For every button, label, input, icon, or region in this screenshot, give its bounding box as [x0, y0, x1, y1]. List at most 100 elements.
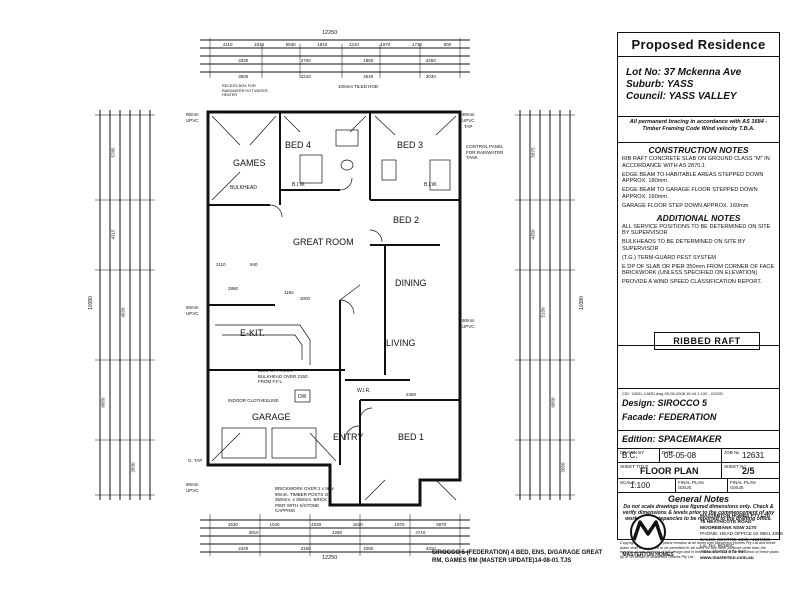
cell-value: FLOOR PLAN: [640, 466, 699, 476]
dim-left-1: 5785: [110, 147, 116, 158]
dim-left-2: 4315: [110, 229, 116, 240]
dim-text: 1870: [380, 42, 391, 47]
copyright-text: Copyright in and to these plans remains …: [620, 541, 779, 559]
dim-text: 3910: [248, 530, 259, 535]
dim-text: 2420: [238, 546, 249, 551]
dim-left-overall: 10380: [87, 296, 94, 310]
dim-overall-top: 12250: [322, 30, 338, 36]
dim-left-3: 4550: [120, 307, 126, 318]
cell-final-plan-issue-1: FINAL PLAN ISSUE: [676, 479, 728, 493]
room-label-bed3: BED 3: [397, 140, 424, 150]
dim-right-2: 4350: [530, 229, 536, 240]
dim-text: 3160: [300, 546, 311, 551]
label-control-panel: CONTROL PANEL FOR RAINWATER TANK: [466, 144, 504, 160]
construction-note: EDGE BEAM TO GARAGE FLOOR STEPPED DOWN A…: [622, 187, 758, 200]
dim-text: 3330: [238, 58, 249, 63]
dim-text: 2210: [300, 74, 311, 79]
dim-right-5: 2050: [560, 462, 566, 473]
dim-interior-6: 2360: [406, 392, 417, 397]
general-notes-text: Do not scale drawings use figured dimens…: [622, 504, 775, 523]
construction-note: RIB RAFT CONCRETE SLAB ON GROUND CLASS "…: [622, 156, 770, 169]
edition-text: Edition: SPACEMAKER: [622, 434, 722, 444]
cell-scale: SCALE 1:100: [618, 479, 676, 493]
dim-text: 1810: [352, 522, 363, 527]
cell-value: 12631: [742, 451, 765, 460]
title-heading-section: Proposed Residence: [618, 33, 779, 57]
design-section: CID: 12631-CARD.dwg 05-05-2008 15:44 1:1…: [618, 389, 779, 431]
project-title: Proposed Residence: [631, 37, 766, 52]
company-name: MASTERTON HOMES PTY LTD: [700, 514, 771, 519]
edition-section: Edition: SPACEMAKER: [618, 431, 779, 449]
dim-text: 5530: [285, 42, 296, 47]
label-gyprock-bulkhead: 650w GYPROCK BULKHEAD OVER 2150 FROM F.F…: [258, 368, 308, 384]
construction-note: EDGE BEAM TO HABITABLE AREAS STEPPED DOW…: [622, 171, 764, 185]
dim-interior-4: 1160: [284, 290, 294, 295]
cell-drawn-by: DRAWN BY B.C.: [618, 449, 660, 463]
room-label-bed4: BED 4: [285, 140, 312, 150]
company-address-1: 76 HEATHCOTE ROAD: [700, 520, 752, 525]
cell-value: 05-05-08: [664, 451, 697, 460]
bracing-section: All permanent bracing in accordance with…: [618, 117, 779, 143]
bracing-note: All permanent bracing in accordance with…: [629, 119, 768, 132]
dim-text: 2700: [300, 58, 311, 63]
dim-right-1: 5875: [530, 147, 536, 158]
cell-label: FINAL PLAN ISSUE: [678, 480, 704, 490]
ribbed-raft-box: RIBBED RAFT: [654, 332, 760, 350]
lot-info-section: Lot No: 37 Mckenna Ave Suburb: YASS Coun…: [618, 57, 779, 117]
dim-left-5: 2830: [130, 462, 136, 473]
dim-text: 4540: [363, 74, 374, 79]
dim-text: 900: [443, 42, 452, 47]
additional-notes-heading: ADDITIONAL NOTES: [656, 212, 741, 223]
room-label-great-room: GREAT ROOM: [293, 237, 354, 247]
title-block: Proposed Residence Lot No: 37 Mckenna Av…: [617, 32, 780, 540]
dim-right-overall: 10380: [578, 296, 585, 310]
label-upvc-4: 90mm UPVC: [462, 112, 475, 123]
room-label-bed2: BED 2: [393, 215, 420, 225]
logo-text: MASTERTON HOMES: [622, 552, 674, 558]
cell-label: JOB №: [724, 450, 739, 455]
label-tiled-hob: 100mm TILED HOB: [338, 84, 378, 89]
dim-text: 1730: [412, 42, 423, 47]
cell-date: DATE 05-05-08: [660, 449, 722, 463]
room-label-entry: ENTRY: [333, 432, 364, 442]
dim-text: 1810: [317, 42, 328, 47]
cell-value: B.C.: [622, 451, 638, 460]
design-text: Design: SIROCCO 5: [622, 398, 708, 408]
dim-text: 1530: [227, 522, 238, 527]
dim-overall-bottom: 12250: [322, 555, 338, 561]
floor-plan-drawing: [95, 38, 575, 556]
file-reference: CID: 12631-CARD.dwg 05-05-2008 15:44 1:1…: [622, 391, 723, 396]
additional-note: ALL SERVICE POSITIONS TO BE DETERMINED O…: [622, 223, 771, 237]
cell-value: 2/5: [742, 466, 755, 476]
additional-note: E DP OF SLAB OR PIER 350mm FROM CORNER O…: [622, 263, 775, 277]
additional-note: BULKHEADS TO BE DETERMINED ON SITE BY SU…: [622, 239, 746, 252]
cell-value: 1:100: [630, 481, 651, 490]
company-contact: MASTERTON HOMES PTY LTD 76 HEATHCOTE ROA…: [700, 514, 783, 562]
council-text: Council: YASS VALLEY: [626, 91, 737, 102]
room-label-biw-2: B.I.W.: [424, 182, 438, 188]
label-indoor-clothesline: INDOOR CLOTHESLINE: [228, 398, 279, 403]
company-phone: PHONE: HEAD OFFICE 02 9601 4088: [700, 532, 783, 537]
company-address-2: MOOREBANK NSW 2170: [700, 526, 757, 531]
dim-text: 1040: [269, 522, 280, 527]
dim-text: 4710: [415, 530, 426, 535]
label-upvc-1: 90mm UPVC: [186, 112, 199, 123]
dim-text: 4280: [363, 546, 374, 551]
cell-label: FINAL PLAN ISSUE: [730, 480, 756, 490]
dim-text: 3600: [238, 74, 249, 79]
cell-label: SHEET TITLE: [620, 464, 649, 469]
dim-interior-1: 2110: [216, 262, 226, 267]
logo-mark-icon: [630, 514, 666, 550]
dim-right-3: 5150: [540, 307, 546, 318]
company-licence: Lic. No: 56360C: [700, 544, 735, 549]
room-label-ekit: E-KIT.: [240, 328, 265, 338]
dim-text: 4110: [222, 42, 233, 47]
room-label-games: GAMES: [233, 158, 266, 168]
dim-text: 4030: [311, 522, 322, 527]
dim-text: 3260: [425, 58, 436, 63]
label-upvc-3: 90mm UPVC: [186, 482, 199, 493]
general-notes-heading: General Notes: [667, 494, 730, 504]
